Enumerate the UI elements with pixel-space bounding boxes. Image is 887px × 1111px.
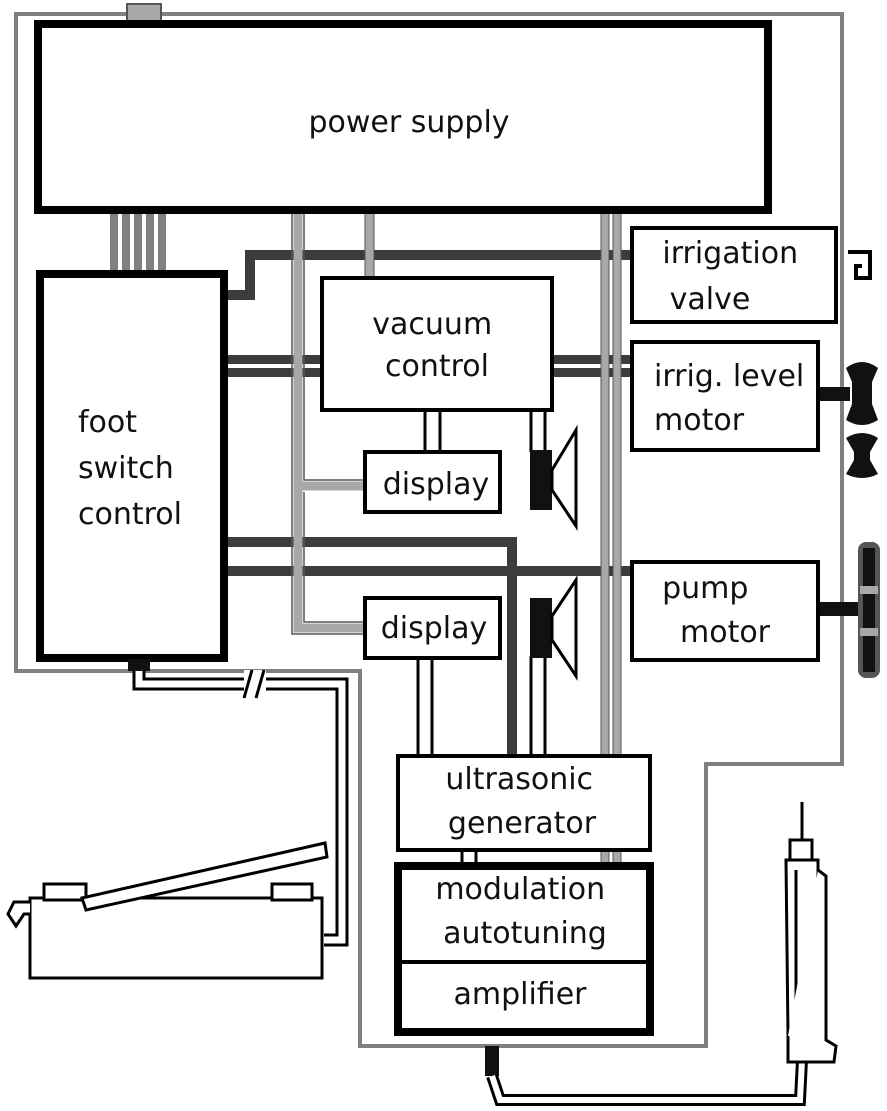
- ribbon-cable: [110, 212, 166, 274]
- vacuum-control-label: vacuum control: [372, 307, 501, 384]
- ultrasonic-generator-label: ultrasonic generator: [445, 762, 602, 841]
- pump-motor-label: pump motor: [662, 571, 771, 650]
- display-top-block: display: [363, 450, 502, 514]
- pump-shaft: [818, 602, 860, 616]
- wiring: [110, 211, 860, 867]
- display-bottom-block: display: [363, 596, 502, 660]
- ultrasonic-generator-block: ultrasonic generator: [396, 754, 652, 852]
- irrig-level-shaft: [818, 387, 850, 401]
- irrig-spool-icon: [846, 362, 878, 478]
- modulation-autotuning-label: modulation autotuning: [435, 872, 614, 951]
- valve-clip-icon: [848, 250, 872, 280]
- modulation-amplifier-block: modulation autotuning amplifier: [394, 862, 654, 1036]
- pump-motor-block: pump motor: [630, 560, 820, 662]
- bus-irrigation: [226, 250, 632, 300]
- display-bottom-label: display: [381, 611, 488, 646]
- irrigation-valve-label: irrigation valve: [662, 236, 807, 317]
- bus-ultrasonic: [226, 537, 517, 756]
- bus-display-edge: [291, 212, 365, 635]
- bus-display: [293, 212, 365, 633]
- foot-switch-label: foot switch control: [78, 405, 183, 532]
- bus-vacuum: [364, 211, 375, 279]
- bus-pump: [226, 566, 632, 576]
- link-vacuum-display: [423, 410, 442, 450]
- power-supply-label: power supply: [308, 105, 509, 140]
- irrig-level-motor-label: irrig. level motor: [654, 359, 814, 438]
- irrig-level-motor-block: irrig. level motor: [630, 340, 820, 452]
- foot-switch-control-block: foot switch control: [36, 270, 228, 662]
- handpiece-icon: [485, 802, 838, 1106]
- amplifier-label: amplifier: [453, 977, 587, 1012]
- speaker-wires: [529, 412, 547, 756]
- vacuum-control-block: vacuum control: [320, 276, 554, 412]
- pump-rotor-icon: [858, 542, 880, 678]
- foot-pedal-icon: [6, 659, 349, 980]
- link-display-generator: [416, 658, 434, 756]
- power-supply-block: power supply: [34, 20, 772, 214]
- irrigation-valve-block: irrigation valve: [630, 226, 838, 324]
- speaker-bottom-icon: [530, 575, 578, 681]
- speaker-top-icon: [530, 424, 578, 531]
- display-top-label: display: [383, 467, 490, 502]
